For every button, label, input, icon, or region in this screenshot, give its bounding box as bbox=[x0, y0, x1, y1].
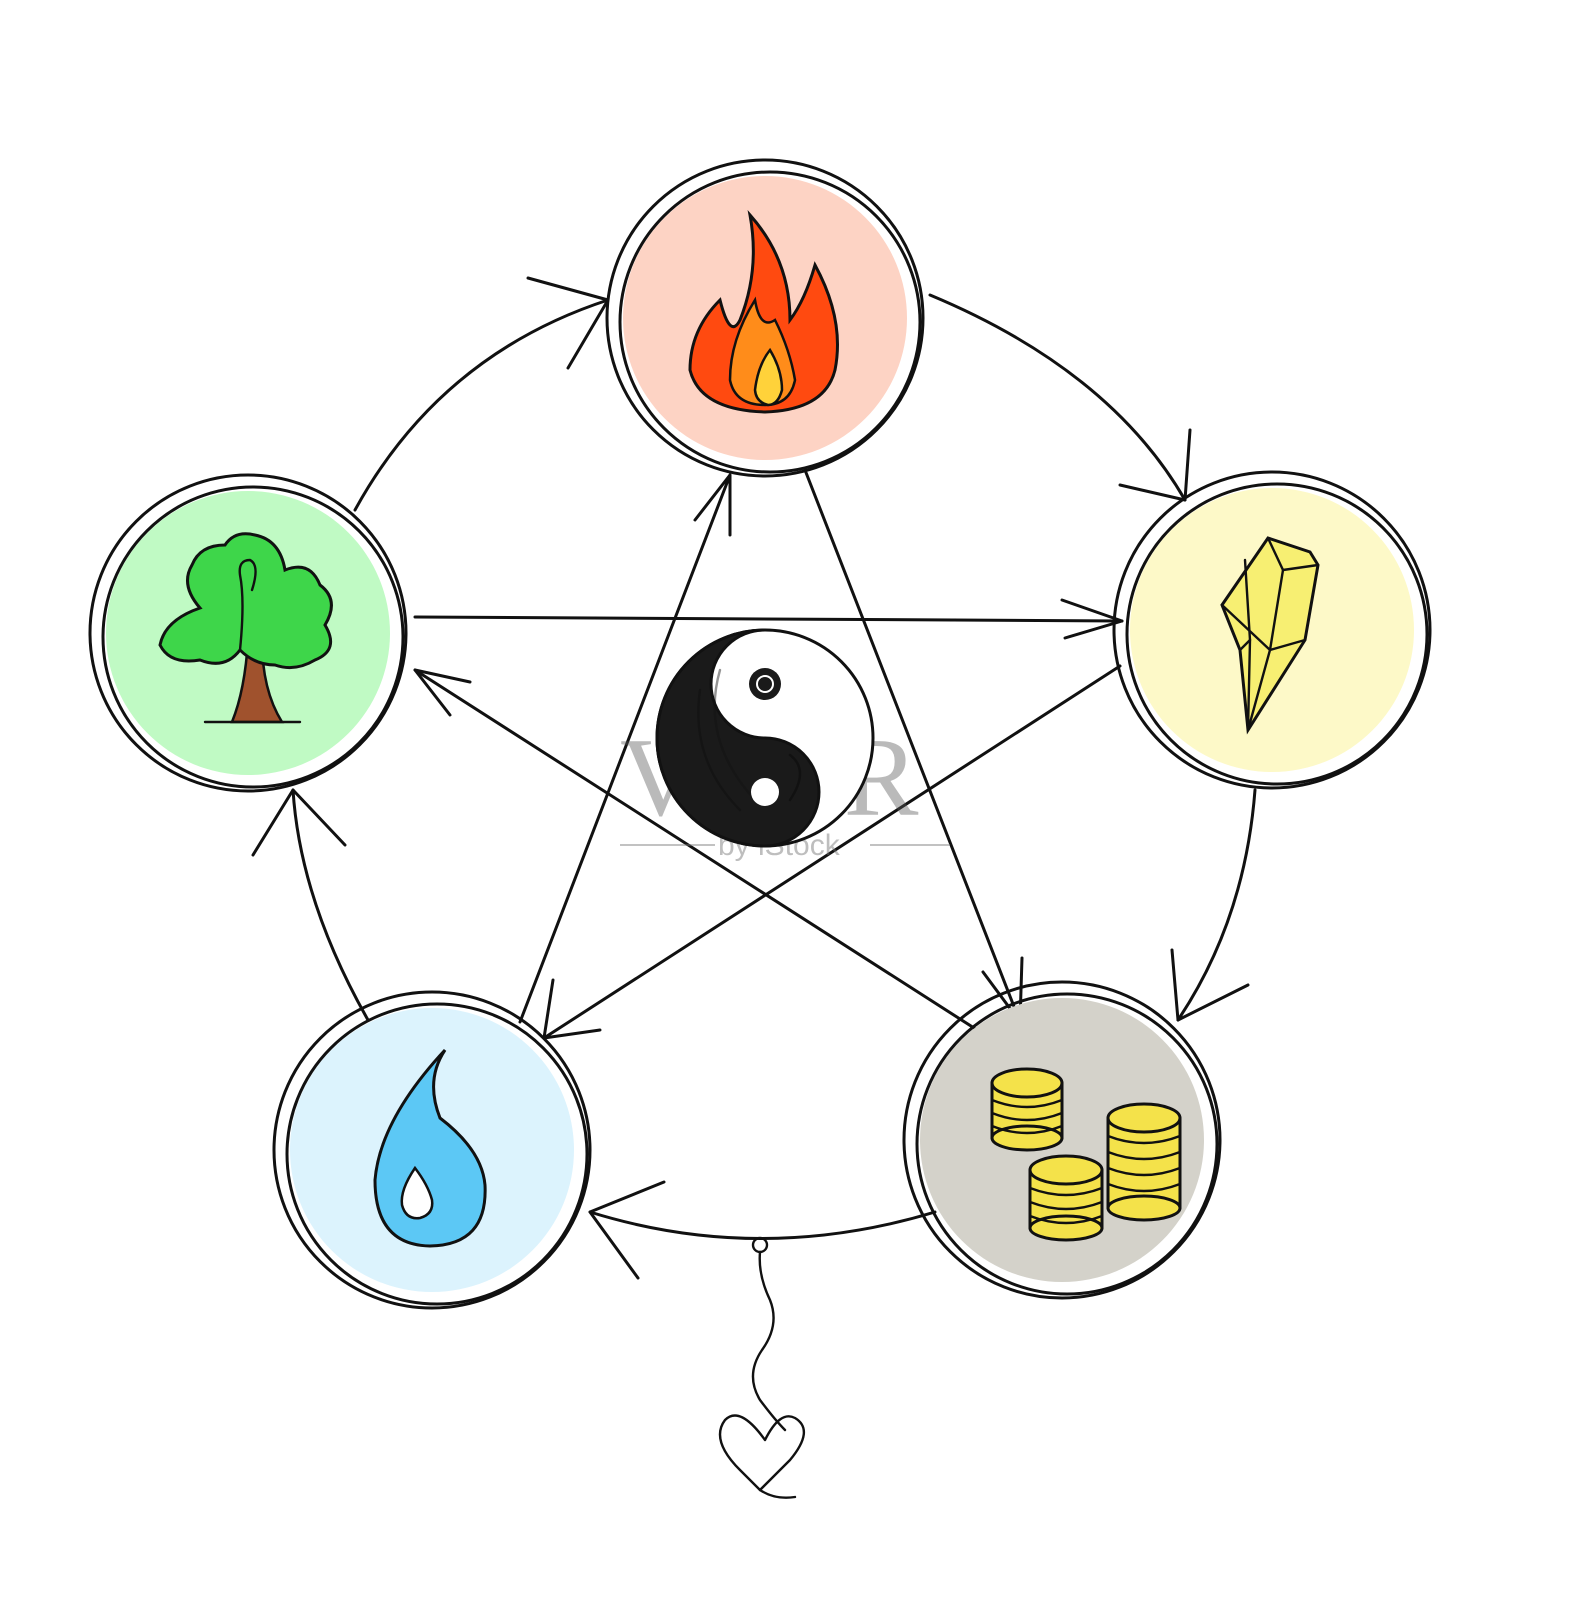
metal-element bbox=[902, 980, 1222, 1300]
water-drop-icon bbox=[373, 1048, 487, 1248]
yin-yang-icon bbox=[655, 628, 875, 848]
tree-icon bbox=[158, 532, 333, 724]
flame-icon bbox=[688, 210, 839, 414]
coins-icon bbox=[990, 1067, 1182, 1242]
crystal-icon bbox=[1220, 536, 1320, 735]
heart-icon bbox=[718, 1236, 805, 1499]
fire-element bbox=[605, 158, 925, 478]
earth-element bbox=[1112, 470, 1432, 790]
wood-element bbox=[88, 473, 408, 793]
water-element bbox=[272, 990, 592, 1310]
